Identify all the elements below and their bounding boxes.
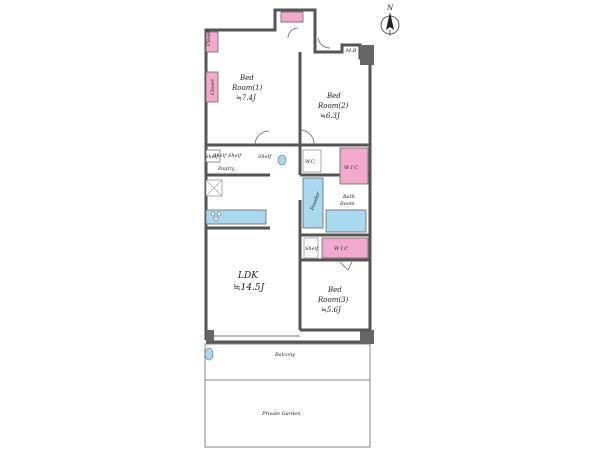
entry-storage-pink: [280, 11, 304, 23]
shelf5-label: Shelf: [305, 246, 319, 252]
closet-top-box: [205, 31, 219, 53]
bath-name2: Room: [339, 201, 355, 207]
shelf1-label: Shelf: [205, 154, 219, 160]
bed1-name2: Room(1): [231, 84, 263, 92]
bed1-name: Bed: [239, 74, 254, 82]
wic1-box: [339, 147, 369, 185]
powder-room-box: [302, 177, 324, 229]
wic2-label: W I C: [334, 246, 348, 252]
garden-label: Private Garden: [261, 411, 300, 417]
closet-mid-box: [205, 71, 219, 103]
bath-name: Bath: [342, 194, 355, 200]
bed2-name2: Room(2): [317, 102, 349, 110]
bed2-name: Bed: [326, 92, 341, 100]
private-garden-area: [204, 379, 371, 448]
ldk-size: ≒14.5J: [233, 283, 266, 293]
bed1-size: ≒7.4J: [236, 94, 257, 102]
balcony-label: Balcony: [274, 352, 295, 358]
ldk-name: LDK: [237, 271, 259, 281]
closet-top-label: Closet: [206, 29, 212, 46]
bed3-size: ≒5.6J: [321, 306, 342, 314]
bed2-size: ≒6.3J: [320, 112, 341, 120]
wic2-box: [321, 237, 369, 259]
interior-walls: [206, 52, 370, 332]
wc-label: W.C: [305, 159, 315, 165]
compass-label: N: [386, 4, 394, 12]
outer-walls: [204, 8, 374, 344]
north-compass-icon: N: [380, 4, 400, 36]
shelf2-label: Shelf: [213, 153, 227, 159]
pantry-label: Pantry: [217, 166, 235, 172]
closet-mid-label: Closet: [210, 78, 216, 95]
mb-label: M.B: [345, 48, 357, 54]
water-heater-icon: [204, 347, 214, 361]
bath-tub: [325, 209, 367, 233]
bed3-name: Bed: [327, 286, 342, 294]
shelf4-label: Shelf: [258, 154, 272, 160]
wic1-label: W I C: [344, 165, 358, 171]
bed3-name2: Room(3): [317, 296, 349, 304]
balcony-area: [204, 343, 371, 381]
shelf3-label: Shelf: [228, 153, 242, 159]
